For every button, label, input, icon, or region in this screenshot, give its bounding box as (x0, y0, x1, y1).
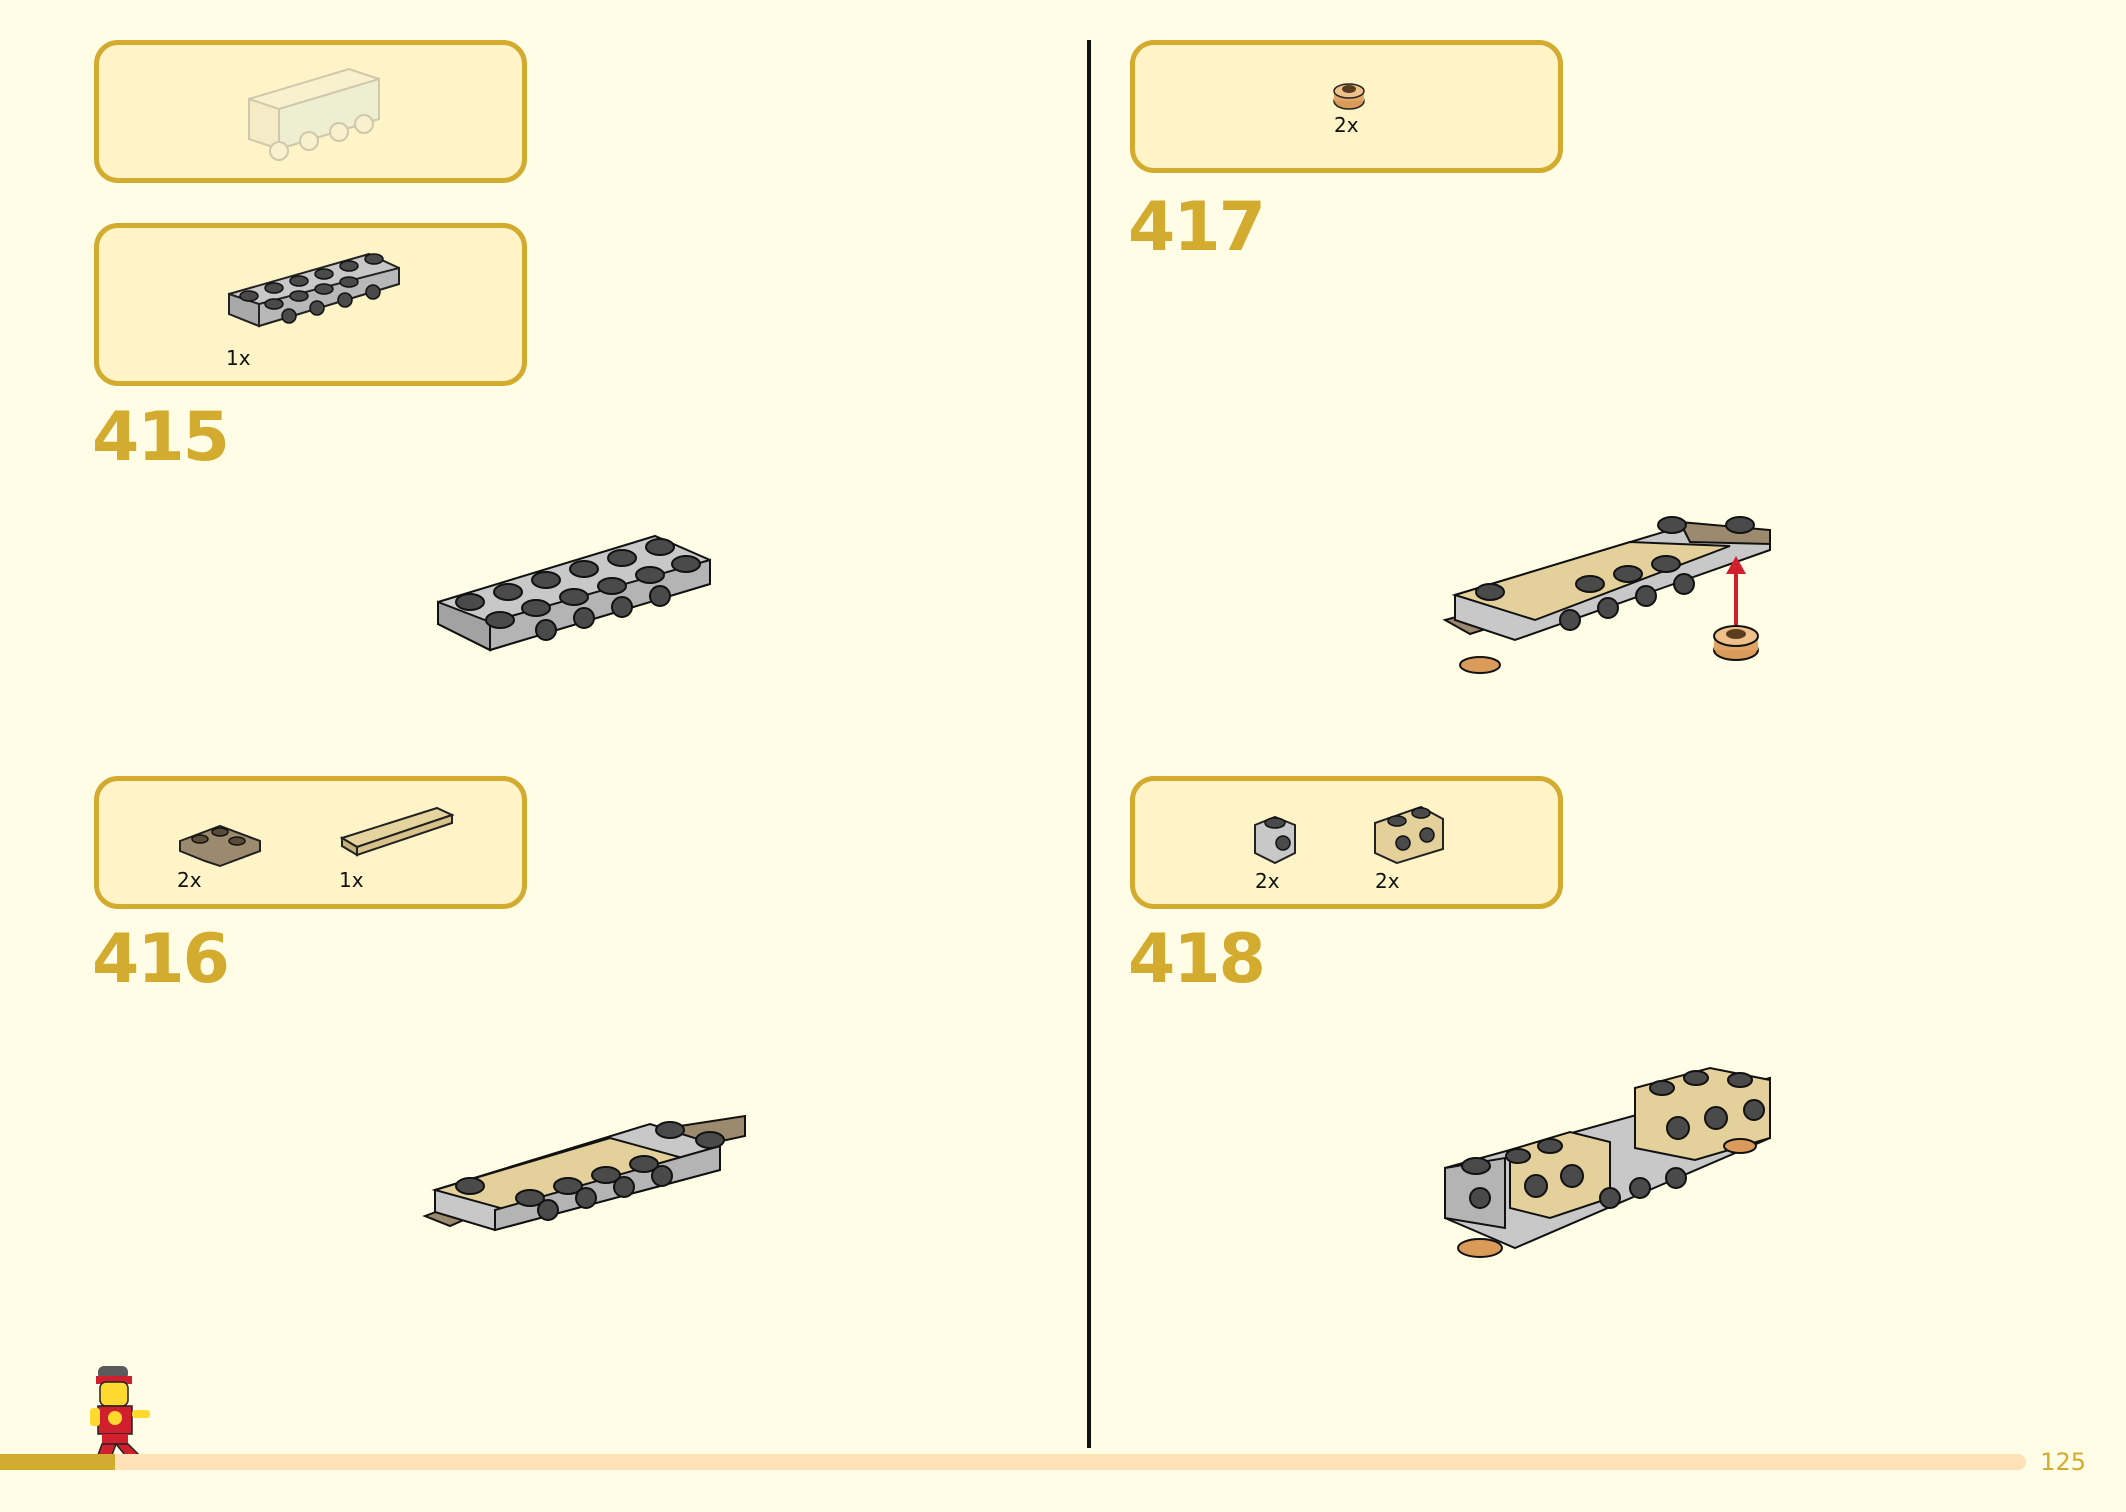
step-number-416: 416 (92, 920, 230, 999)
step-418-model-illustration (1444, 1066, 1771, 1258)
step-number-417: 417 (1128, 188, 1266, 267)
dark-tan-corner-plate-icon (179, 824, 261, 868)
parts-callout-415: 1x (94, 223, 527, 386)
page-divider (1087, 40, 1091, 1448)
previous-submodel-callout (94, 40, 527, 183)
part-quantity: 1x (226, 346, 251, 370)
parts-callout-416: 2x 1x (94, 776, 527, 909)
part-quantity: 1x (339, 868, 364, 892)
step-415-model-illustration (437, 534, 711, 652)
step-417-model-illustration (1442, 516, 1771, 674)
part-quantity: 2x (1255, 869, 1280, 893)
step-number-415: 415 (92, 398, 230, 477)
page-number: 125 (2040, 1448, 2086, 1476)
submodel-ghost-icon (248, 67, 380, 161)
tan-brick-1x2-icon (1374, 805, 1444, 865)
part-quantity: 2x (1334, 113, 1359, 137)
parts-callout-417: 2x (1130, 40, 1563, 173)
part-quantity: 2x (177, 868, 202, 892)
round-plate-nougat-icon (1333, 83, 1365, 110)
part-quantity: 2x (1375, 869, 1400, 893)
grey-plate-with-side-studs-icon (228, 252, 400, 328)
step-number-418: 418 (1128, 920, 1266, 999)
step-416-model-illustration (422, 1114, 746, 1232)
progress-bar-fill (0, 1454, 116, 1470)
progress-bar-track (0, 1454, 2026, 1470)
tan-tile-icon (339, 806, 455, 857)
grey-brick-1x1-icon (1254, 815, 1296, 865)
parts-callout-418: 2x 2x (1130, 776, 1563, 909)
